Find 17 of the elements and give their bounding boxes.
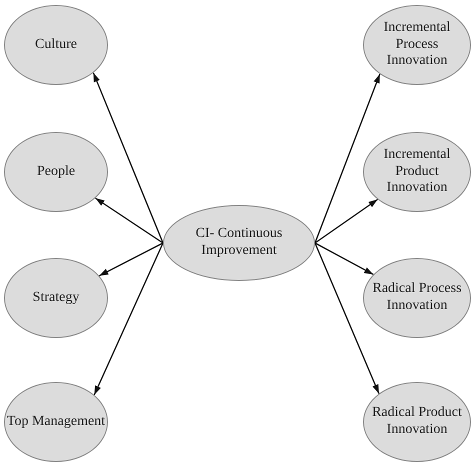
arrow [98, 242, 164, 276]
node-label: Top Management [6, 414, 106, 430]
arrow [314, 198, 378, 244]
arrow [314, 74, 380, 244]
arrow [94, 242, 164, 396]
node-label: People [36, 164, 76, 180]
arrow [314, 242, 374, 276]
node-label: Strategy [32, 290, 80, 306]
arrow [314, 242, 380, 394]
node-label: Incremental Product Innovation [382, 146, 452, 198]
node-label: Culture [35, 36, 77, 54]
node-label: Radical Product Innovation [371, 405, 463, 439]
node-label: Radical Process Innovation [371, 281, 463, 315]
arrow [95, 198, 164, 244]
arrow [92, 72, 164, 244]
node-label: Incremental Process Innovation [382, 20, 452, 70]
node-label: CI- Continuous Improvement [194, 226, 284, 260]
